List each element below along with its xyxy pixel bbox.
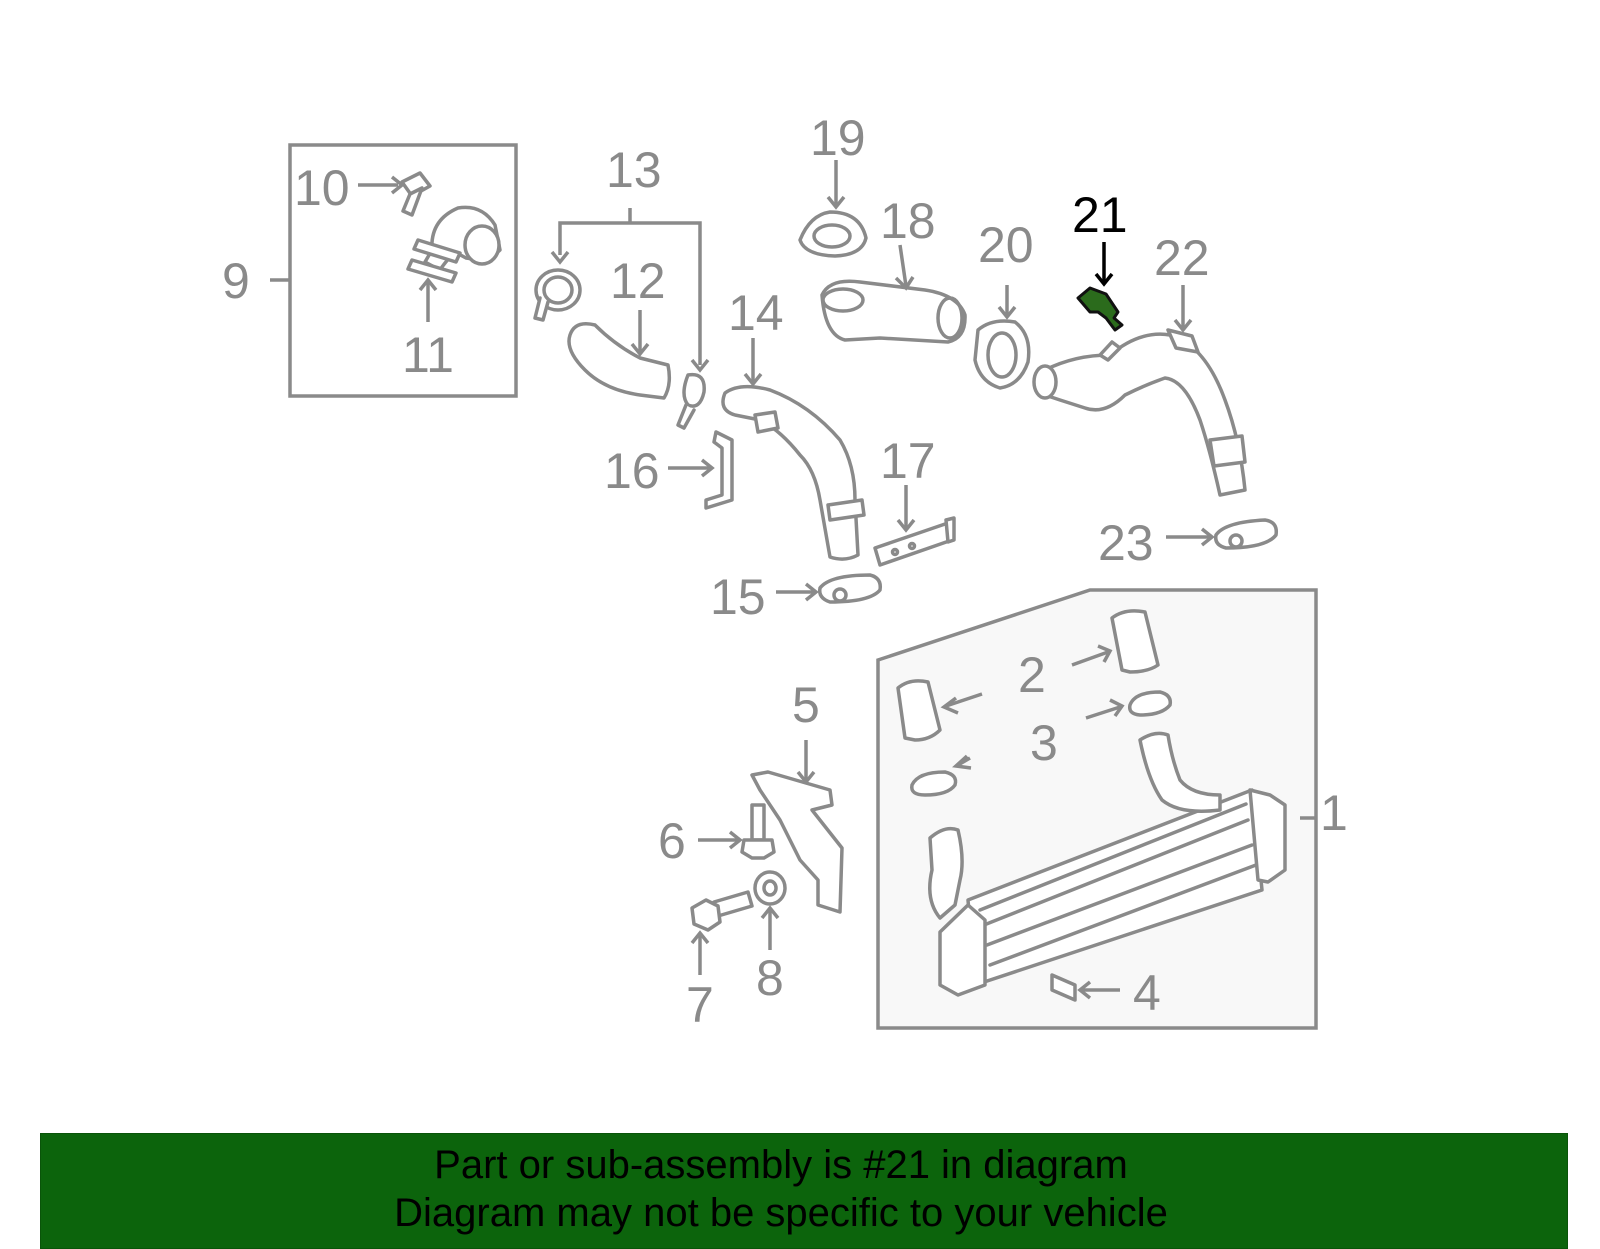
callout-4: 4 — [1133, 965, 1161, 1021]
callout-18: 18 — [880, 193, 936, 249]
callout-15: 15 — [710, 569, 766, 625]
lead-13 — [558, 208, 702, 365]
callout-23: 23 — [1098, 515, 1154, 571]
callout-19: 19 — [810, 110, 866, 166]
info-banner: Part or sub-assembly is #21 in diagram D… — [40, 1133, 1568, 1249]
callout-12: 12 — [610, 253, 666, 309]
callout-17: 17 — [880, 433, 936, 489]
part-20-gasket — [973, 319, 1031, 390]
part-15-clamp — [817, 573, 883, 604]
part-14-pipe — [721, 384, 860, 561]
callout-6: 6 — [658, 813, 686, 869]
part-4-pad — [1050, 973, 1077, 1002]
part-22-duct — [1043, 332, 1247, 497]
part-8-nut — [753, 870, 787, 906]
callout-21: 21 — [1072, 187, 1128, 243]
banner-line-part: Part or sub-assembly is #21 in diagram — [434, 1143, 1128, 1187]
callout-11: 11 — [402, 327, 454, 383]
callout-16: 16 — [604, 443, 660, 499]
part-19-gasket — [798, 210, 868, 258]
callout-20: 20 — [978, 217, 1034, 273]
part-7-bolt — [690, 890, 754, 932]
callout-22: 22 — [1154, 230, 1210, 286]
callout-3: 3 — [1030, 715, 1058, 771]
part-12-hose — [567, 322, 672, 400]
callout-1: 1 — [1320, 785, 1348, 841]
part-3-clamps — [910, 690, 1173, 797]
part-2-couplers — [896, 609, 1160, 742]
part-16-bracket — [704, 430, 734, 510]
part-23-clamp — [1213, 518, 1279, 550]
part-1-intercooler — [928, 731, 1287, 997]
callout-8: 8 — [756, 950, 784, 1006]
group-box-9 — [288, 143, 518, 398]
callout-7: 7 — [686, 977, 714, 1033]
callout-14: 14 — [728, 285, 784, 341]
part-10-bolt — [400, 171, 432, 217]
part-6-bolt — [740, 803, 776, 860]
part-5-bracket — [750, 770, 844, 914]
part-17-bracket — [873, 516, 956, 567]
callout-9: 9 — [222, 253, 250, 309]
banner-line-disclaimer: Diagram may not be specific to your vehi… — [394, 1191, 1168, 1235]
callout-10: 10 — [294, 160, 350, 216]
part-11-gasket — [406, 238, 462, 284]
callout-13: 13 — [606, 142, 662, 198]
part-9-elbow — [423, 205, 502, 272]
part-21-clip — [1076, 286, 1124, 332]
leader-lines — [270, 160, 1317, 1000]
callout-5: 5 — [792, 677, 820, 733]
callout-2: 2 — [1018, 647, 1046, 703]
part-13-clamp-left — [533, 268, 582, 322]
part-13-clamp-right — [676, 372, 706, 430]
